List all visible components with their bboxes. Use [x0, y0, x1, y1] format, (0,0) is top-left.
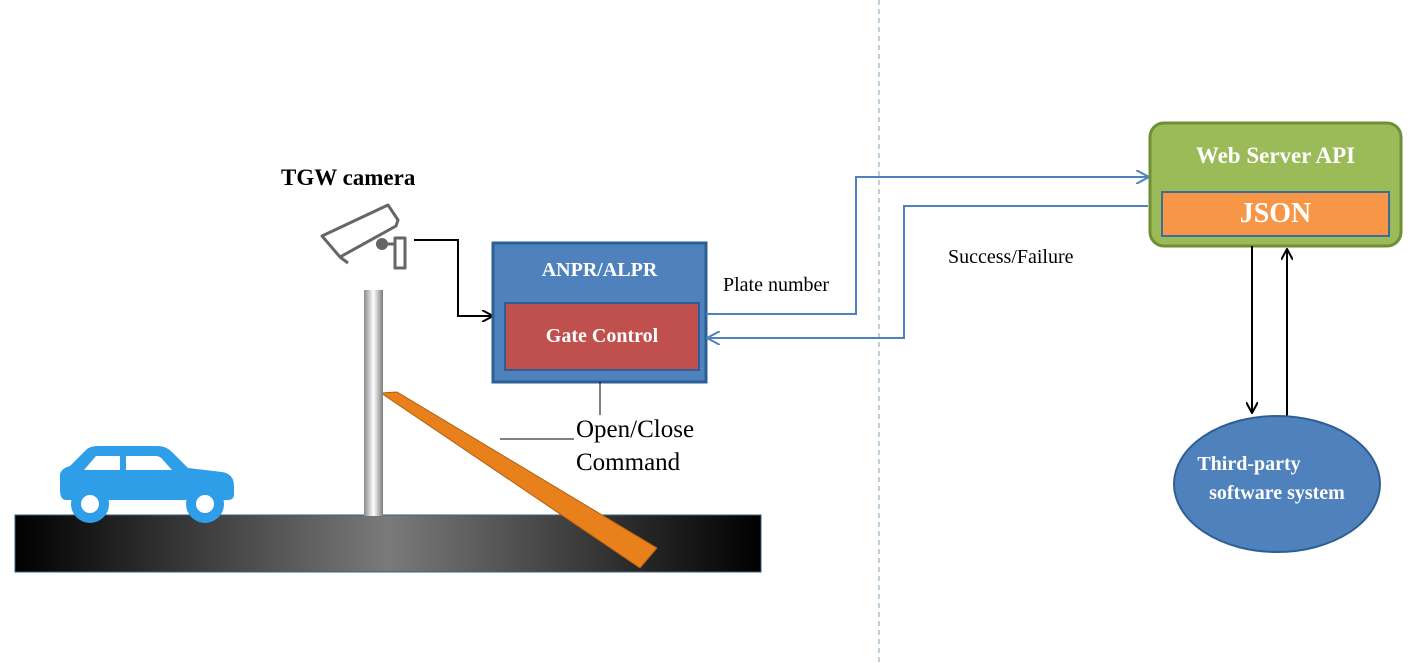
json-label: JSON — [1239, 198, 1312, 229]
web-server-title: Web Server API — [1195, 143, 1356, 168]
car-icon — [60, 446, 234, 523]
security-camera-icon — [320, 203, 407, 270]
command-label-line2: Command — [576, 449, 681, 476]
barrier-arm — [379, 391, 658, 569]
anpr-title: ANPR/ALPR — [541, 259, 658, 281]
third-party-label-line1: Third-party — [1197, 453, 1301, 475]
third-party-label-line2: software system — [1209, 482, 1345, 504]
success-failure-label: Success/Failure — [948, 246, 1074, 268]
camera-label: TGW camera — [281, 165, 416, 190]
camera-to-anpr-arrow — [414, 239, 492, 316]
json-box — [1161, 191, 1390, 237]
gate-control-label: Gate Control — [545, 325, 659, 347]
plate-number-label: Plate number — [723, 274, 830, 296]
plate-number-arrow — [706, 177, 1148, 315]
gate-control-box — [504, 302, 700, 371]
success-failure-arrow — [708, 205, 1148, 338]
third-party-ellipse — [1173, 415, 1381, 553]
command-label-line1: Open/Close — [576, 416, 695, 443]
gate-pole — [364, 290, 383, 516]
